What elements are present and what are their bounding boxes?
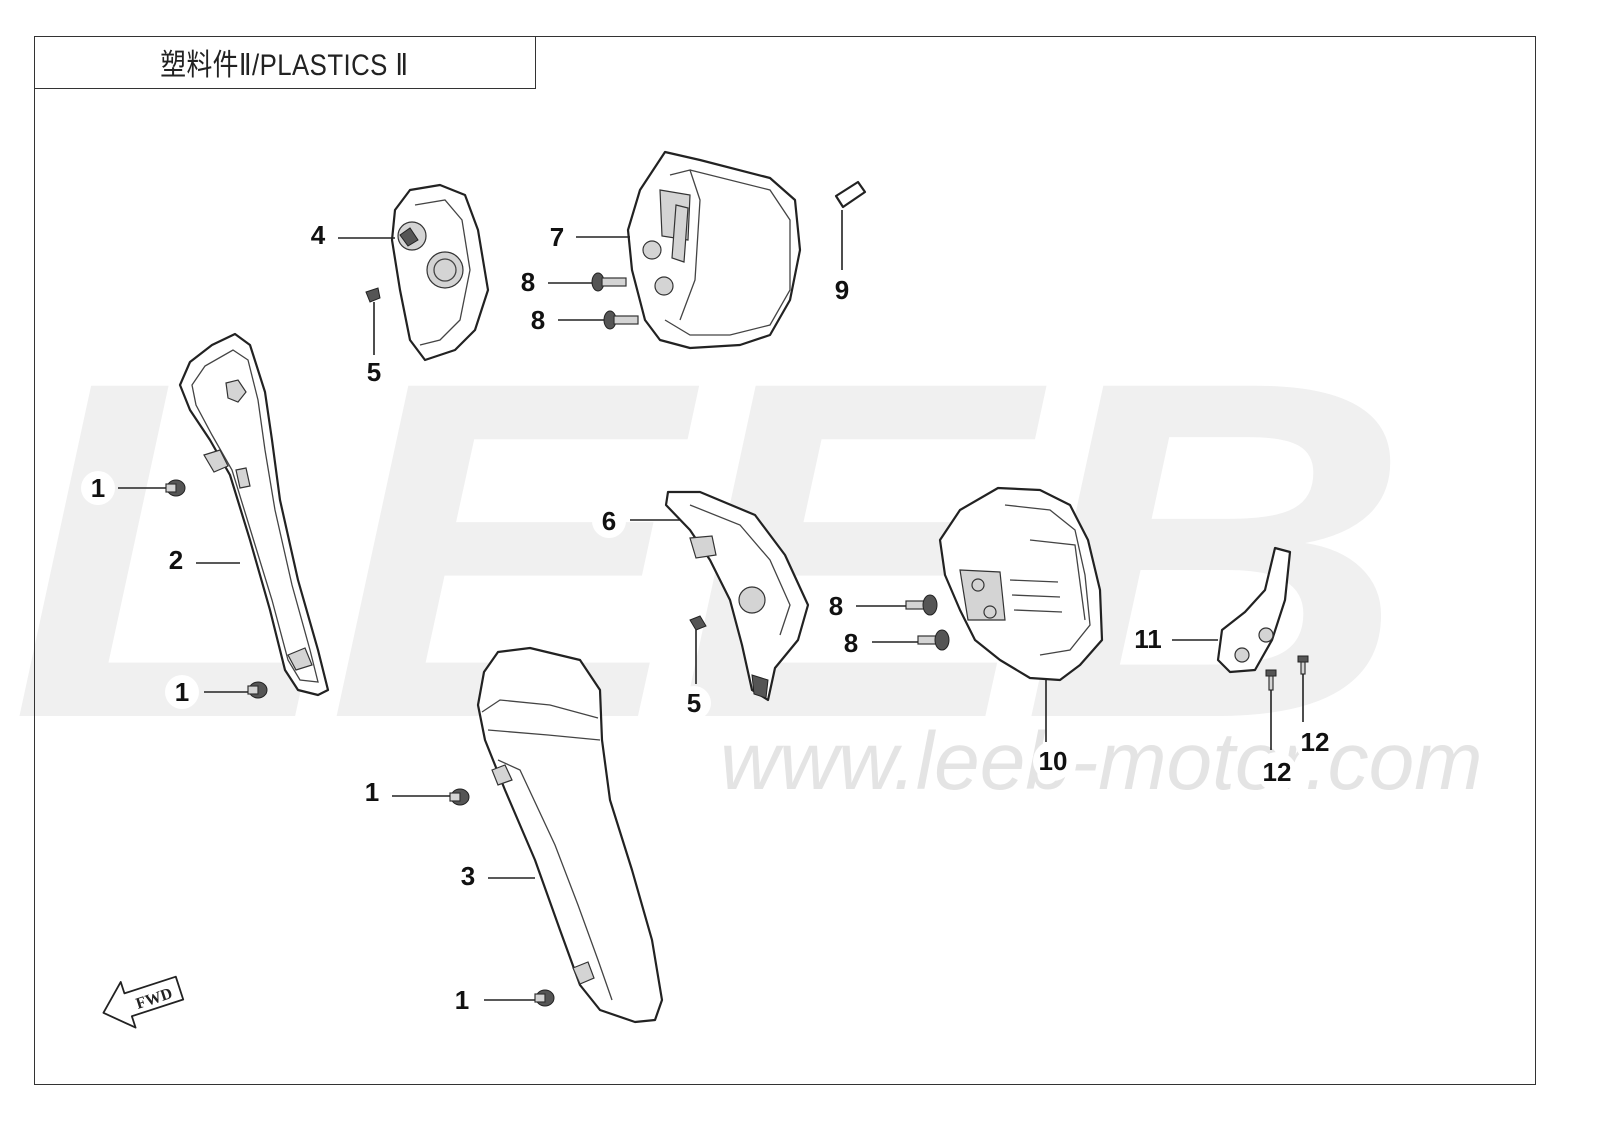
callout-1-c: 1 [365, 777, 379, 807]
fastener-1-middle [449, 788, 470, 806]
part-2-side-panel [178, 332, 330, 697]
callout-11: 11 [1134, 624, 1162, 654]
callout-6: 6 [602, 506, 616, 536]
fastener-5-upper [365, 287, 381, 303]
part-6-curved-panel [664, 490, 810, 702]
callout-8-a: 8 [521, 267, 535, 297]
callout-8-b: 8 [531, 305, 545, 335]
part-7-box-cover [626, 150, 802, 350]
callout-5-b: 5 [687, 688, 701, 718]
watermark-url: www.leeb-motor.com [720, 716, 1483, 807]
callout-1-b: 1 [175, 677, 189, 707]
part-9-label [834, 180, 867, 209]
fastener-8-upper-a [591, 272, 627, 292]
part-3-lower-cover [476, 646, 664, 1024]
callout-8-d: 8 [844, 628, 858, 658]
fastener-1-lower-left [247, 681, 268, 699]
callout-2: 2 [169, 545, 183, 575]
callout-labels: 1 1 1 1 2 3 4 5 5 6 7 8 8 8 8 9 10 11 [81, 218, 1335, 1017]
callout-10: 10 [1039, 746, 1068, 776]
callout-7: 7 [550, 222, 564, 252]
callout-1-d: 1 [455, 985, 469, 1015]
fastener-8-lower-a [905, 594, 938, 616]
fwd-arrow-icon: FWD [102, 975, 185, 1029]
diagram-frame [34, 36, 1536, 1085]
part-4-bracket [390, 183, 490, 362]
leader-lines [118, 210, 1304, 1001]
fastener-1-bottom [534, 989, 555, 1007]
callout-5-a: 5 [367, 357, 381, 387]
callout-9: 9 [835, 275, 849, 305]
callout-8-c: 8 [829, 591, 843, 621]
part-11-bracket [1216, 546, 1292, 674]
callout-4: 4 [311, 220, 326, 250]
callout-12-a: 12 [1263, 757, 1292, 787]
callout-3: 3 [461, 861, 475, 891]
callout-1-a: 1 [91, 473, 105, 503]
fastener-8-lower-b [917, 629, 950, 651]
title-box: 塑料件Ⅱ/PLASTICS Ⅱ [34, 36, 536, 89]
part-10-battery-cover [938, 486, 1104, 682]
fastener-8-upper-b [603, 310, 639, 330]
callout-12-b: 12 [1301, 727, 1330, 757]
page-title: 塑料件Ⅱ/PLASTICS Ⅱ [160, 49, 409, 82]
fastener-5-lower [689, 615, 707, 631]
